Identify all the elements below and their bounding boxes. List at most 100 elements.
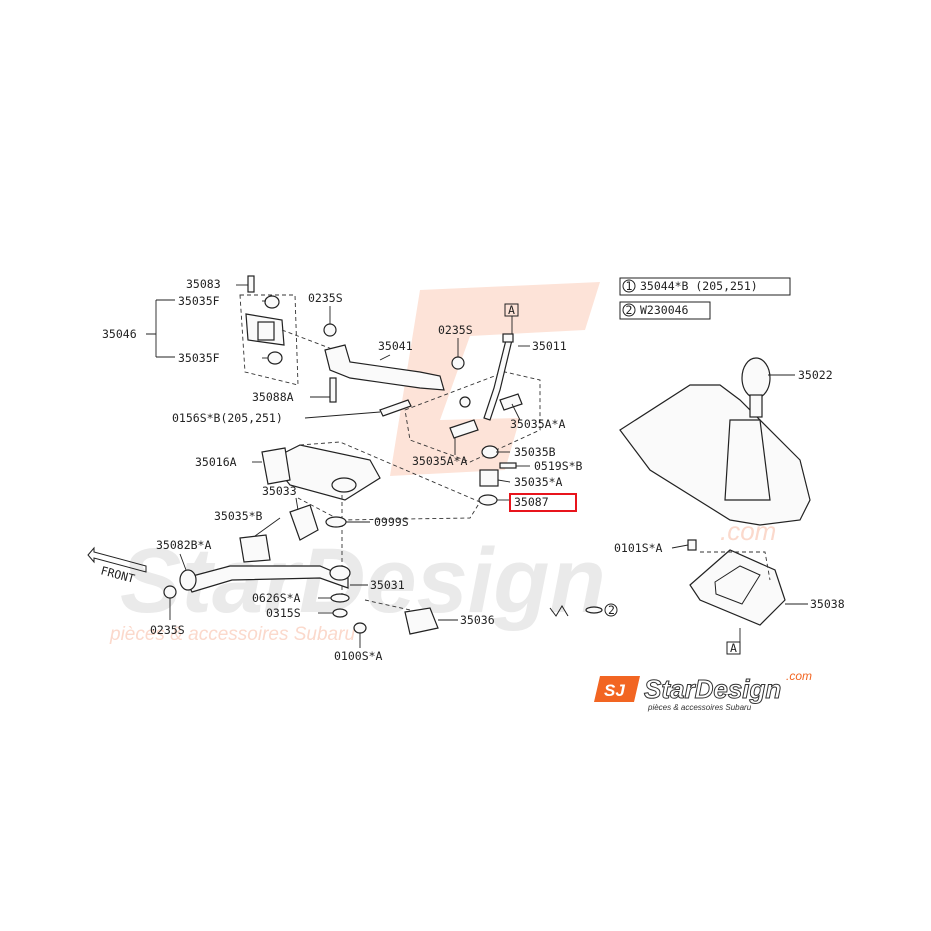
lead-0156s	[304, 411, 381, 419]
label-35033: 35033	[262, 484, 297, 498]
label-35035f-bot: 35035F	[178, 351, 220, 365]
legend-text-1: 35044*B (205,251)	[640, 279, 758, 293]
knob-shaft	[749, 394, 763, 418]
label-ref-a-bot: A	[730, 641, 737, 655]
arm-joint	[329, 565, 351, 581]
logo-mark	[594, 676, 640, 702]
bracket-hole	[257, 321, 275, 341]
lead-0101s	[671, 544, 689, 549]
label-35031: 35031	[370, 578, 405, 592]
part-35022-knob	[741, 357, 771, 399]
lead-35033	[295, 497, 299, 511]
label-35011: 35011	[532, 339, 567, 353]
shift-boot	[724, 419, 771, 501]
screw-0101s	[687, 539, 697, 551]
label-35041: 35041	[378, 339, 413, 353]
label-35022: 35022	[798, 368, 833, 382]
label-35082b: 35082B*A	[156, 538, 211, 552]
label-35035a: 35035*A	[514, 475, 563, 489]
lead-35082b	[179, 553, 187, 571]
logo-name: StarDesign	[644, 674, 781, 704]
label-35016a: 35016A	[195, 455, 237, 469]
part-0519s	[499, 462, 517, 469]
bushing-right	[499, 393, 523, 411]
label-35083: 35083	[186, 277, 221, 291]
label-0235s-c: 0235S	[150, 623, 185, 637]
part-35087	[478, 494, 498, 506]
bushing-left	[449, 419, 479, 439]
part-35031-arm	[184, 565, 349, 593]
logo-tagline: pièces & accessoires Subaru	[647, 703, 752, 712]
break-symbol	[549, 605, 569, 617]
part-35038-plate	[689, 549, 786, 626]
legend-text-2: W230046	[640, 303, 689, 317]
plate-opening	[714, 565, 761, 605]
part-35035b	[481, 445, 499, 459]
label-35035b: 35035B	[514, 445, 556, 459]
label-35088a: 35088A	[252, 390, 294, 404]
label-35046: 35046	[102, 327, 137, 341]
nut-0235s-b	[451, 356, 465, 370]
ref-box-a-top	[504, 303, 519, 317]
part-35035a	[479, 469, 499, 487]
watermark-logo-mark	[390, 282, 600, 476]
lever-tip	[502, 333, 514, 343]
callout-2-num: 2	[608, 603, 615, 617]
label-0100s: 0100S*A	[334, 649, 383, 663]
bolt-0100s	[353, 622, 367, 634]
label-0156s: 0156S*B(205,251)	[172, 411, 283, 425]
housing-socket	[331, 477, 357, 493]
lead-35035a	[497, 479, 511, 483]
bushing-top	[264, 295, 280, 309]
clip-part	[585, 606, 603, 614]
assembly-outline	[239, 294, 299, 386]
label-0315s: 0315S	[266, 606, 301, 620]
nut-0235s-c	[163, 585, 177, 599]
shift-rod	[324, 344, 445, 391]
part-35036-bracket	[404, 607, 439, 635]
washer-0999s	[325, 516, 347, 528]
legend-num-2: 2	[626, 303, 633, 317]
legend-circle-1	[622, 279, 636, 293]
label-0999s: 0999S	[374, 515, 409, 529]
part-35082b	[179, 569, 197, 591]
label-35036: 35036	[460, 613, 495, 627]
logo-mark-text: SJ	[604, 681, 625, 700]
bushing-bottom	[267, 351, 283, 365]
label-0235s-b: 0235S	[438, 323, 473, 337]
label-35035f-top: 35035F	[178, 294, 220, 308]
bolt-0156s	[379, 399, 412, 417]
label-35035aa-r: 35035A*A	[510, 417, 565, 431]
lead-35035b-l	[254, 517, 281, 537]
label-0626s: 0626S*A	[252, 591, 301, 605]
nut-0235s-a	[323, 323, 337, 337]
bolt-35088a	[329, 377, 337, 403]
console-group: 2	[549, 357, 811, 642]
pin-1	[459, 396, 471, 408]
lead-35035aa-r	[511, 403, 521, 421]
label-0235s-a: 0235S	[308, 291, 343, 305]
label-35038: 35038	[810, 597, 845, 611]
plate-outline	[700, 551, 771, 581]
legend-num-1: 1	[626, 279, 633, 293]
housing-group	[261, 441, 481, 600]
console-body	[619, 384, 811, 526]
lower-linkage: FRONT	[87, 504, 439, 635]
link-line	[364, 599, 411, 611]
label-0519s: 0519S*B	[534, 459, 583, 473]
legend-circle-2	[622, 303, 636, 317]
leader-lines	[146, 284, 808, 648]
label-35087: 35087	[514, 495, 549, 509]
legend-box-1	[619, 277, 791, 296]
washer-0315s	[332, 608, 348, 618]
housing-boot	[261, 447, 291, 485]
logo-dotcom: .com	[786, 669, 812, 683]
part-35083-bolt	[247, 275, 255, 293]
ref-box-a-bot	[726, 641, 741, 655]
stardesign-logo: SJ StarDesign .com pièces & accessoires …	[594, 669, 812, 712]
highlight-35087	[509, 493, 577, 512]
legend: 1 35044*B (205,251) 2 W230046	[619, 277, 791, 320]
label-ref-a-top: A	[508, 303, 515, 317]
